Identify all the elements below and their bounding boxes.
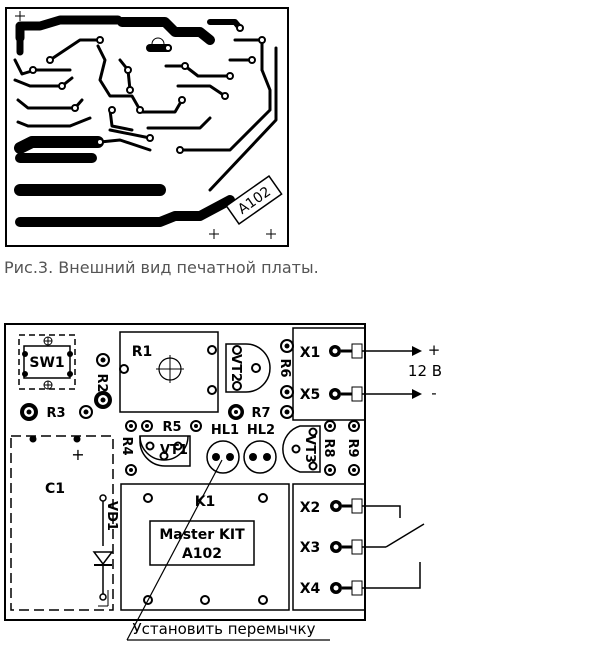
- power-plus-label: +: [428, 341, 441, 359]
- terminal-x3-label: X3: [300, 540, 321, 556]
- r7-resistor: R7: [228, 404, 294, 421]
- power-voltage-label: 12 В: [408, 362, 442, 380]
- terminal-x2-label: X2: [300, 500, 321, 516]
- board-marking-box: A102: [225, 175, 283, 225]
- vt1-transistor: VT1: [139, 435, 191, 467]
- hl1-label: HL1: [211, 423, 239, 438]
- vd1-diode: [92, 494, 114, 607]
- r4-resistor: R4: [119, 420, 137, 476]
- r4-label: R4: [119, 436, 134, 455]
- relay-contact-wires: [362, 505, 425, 589]
- vd1-label: VD1: [104, 501, 119, 531]
- figure-caption: Рис.3. Внешний вид печатной платы.: [4, 258, 319, 277]
- r5-resistor: R5: [141, 420, 202, 435]
- r1-trimmer: R1: [119, 331, 219, 413]
- r8-label: R8: [321, 438, 336, 457]
- jumper-note: Установить перемычку: [133, 620, 316, 638]
- relay-label-line2: A102: [182, 546, 222, 562]
- jumper-leader-line: [126, 459, 330, 641]
- sw1-switch: SW1: [18, 334, 76, 390]
- c1-capacitor: + C1: [10, 435, 114, 611]
- c1-label: C1: [45, 481, 65, 497]
- power-wires: [362, 346, 422, 399]
- terminal-x1-label: X1: [300, 345, 321, 361]
- r2-resistor: R2: [94, 353, 112, 409]
- r9-resistor: R9: [345, 420, 360, 476]
- vt2-transistor: VT2: [225, 343, 271, 393]
- k1-relay: K1 Master KIT A102: [120, 483, 290, 611]
- pcb-board-outline: [5, 7, 289, 247]
- terminal-block-top: X1 X5: [292, 327, 366, 421]
- r7-label: R7: [251, 406, 270, 421]
- sw1-label: SW1: [29, 355, 64, 371]
- pcb-traces-figure: A102: [5, 7, 289, 247]
- registration-marks: [15, 11, 276, 239]
- copper-traces: [13, 15, 278, 227]
- vt3-transistor: VT3: [282, 425, 321, 473]
- r8-resistor: R8: [321, 420, 336, 476]
- vt1-label: VT1: [160, 443, 188, 458]
- terminal-x4-label: X4: [300, 581, 321, 597]
- r1-label: R1: [132, 344, 153, 360]
- component-layout-figure: SW1 R2 R3 R1 VT2 R6 R7: [4, 323, 442, 641]
- c1-plus-label: +: [71, 445, 84, 464]
- k1-label: K1: [195, 494, 216, 510]
- r6-resistor: R6: [277, 339, 294, 399]
- vt2-label: VT2: [228, 354, 243, 382]
- r5-label: R5: [162, 420, 181, 435]
- r2-label: R2: [94, 373, 109, 392]
- power-minus-label: -: [431, 384, 436, 402]
- terminal-x5-label: X5: [300, 387, 321, 403]
- pcb-pads: [29, 24, 266, 154]
- hl1-led: HL1: [206, 423, 240, 474]
- hl2-label: HL2: [247, 423, 275, 438]
- vt3-label: VT3: [302, 435, 317, 463]
- crosshair-mark: [151, 37, 165, 51]
- hl2-led: HL2: [243, 423, 277, 474]
- relay-label-line1: Master KIT: [159, 527, 245, 543]
- r3-label: R3: [46, 406, 65, 421]
- terminal-block-bottom: X2 X3 X4: [292, 483, 366, 611]
- r9-label: R9: [345, 438, 360, 457]
- layout-board-outline: [4, 323, 366, 621]
- r3-resistor: R3: [20, 403, 93, 421]
- r6-label: R6: [277, 358, 292, 377]
